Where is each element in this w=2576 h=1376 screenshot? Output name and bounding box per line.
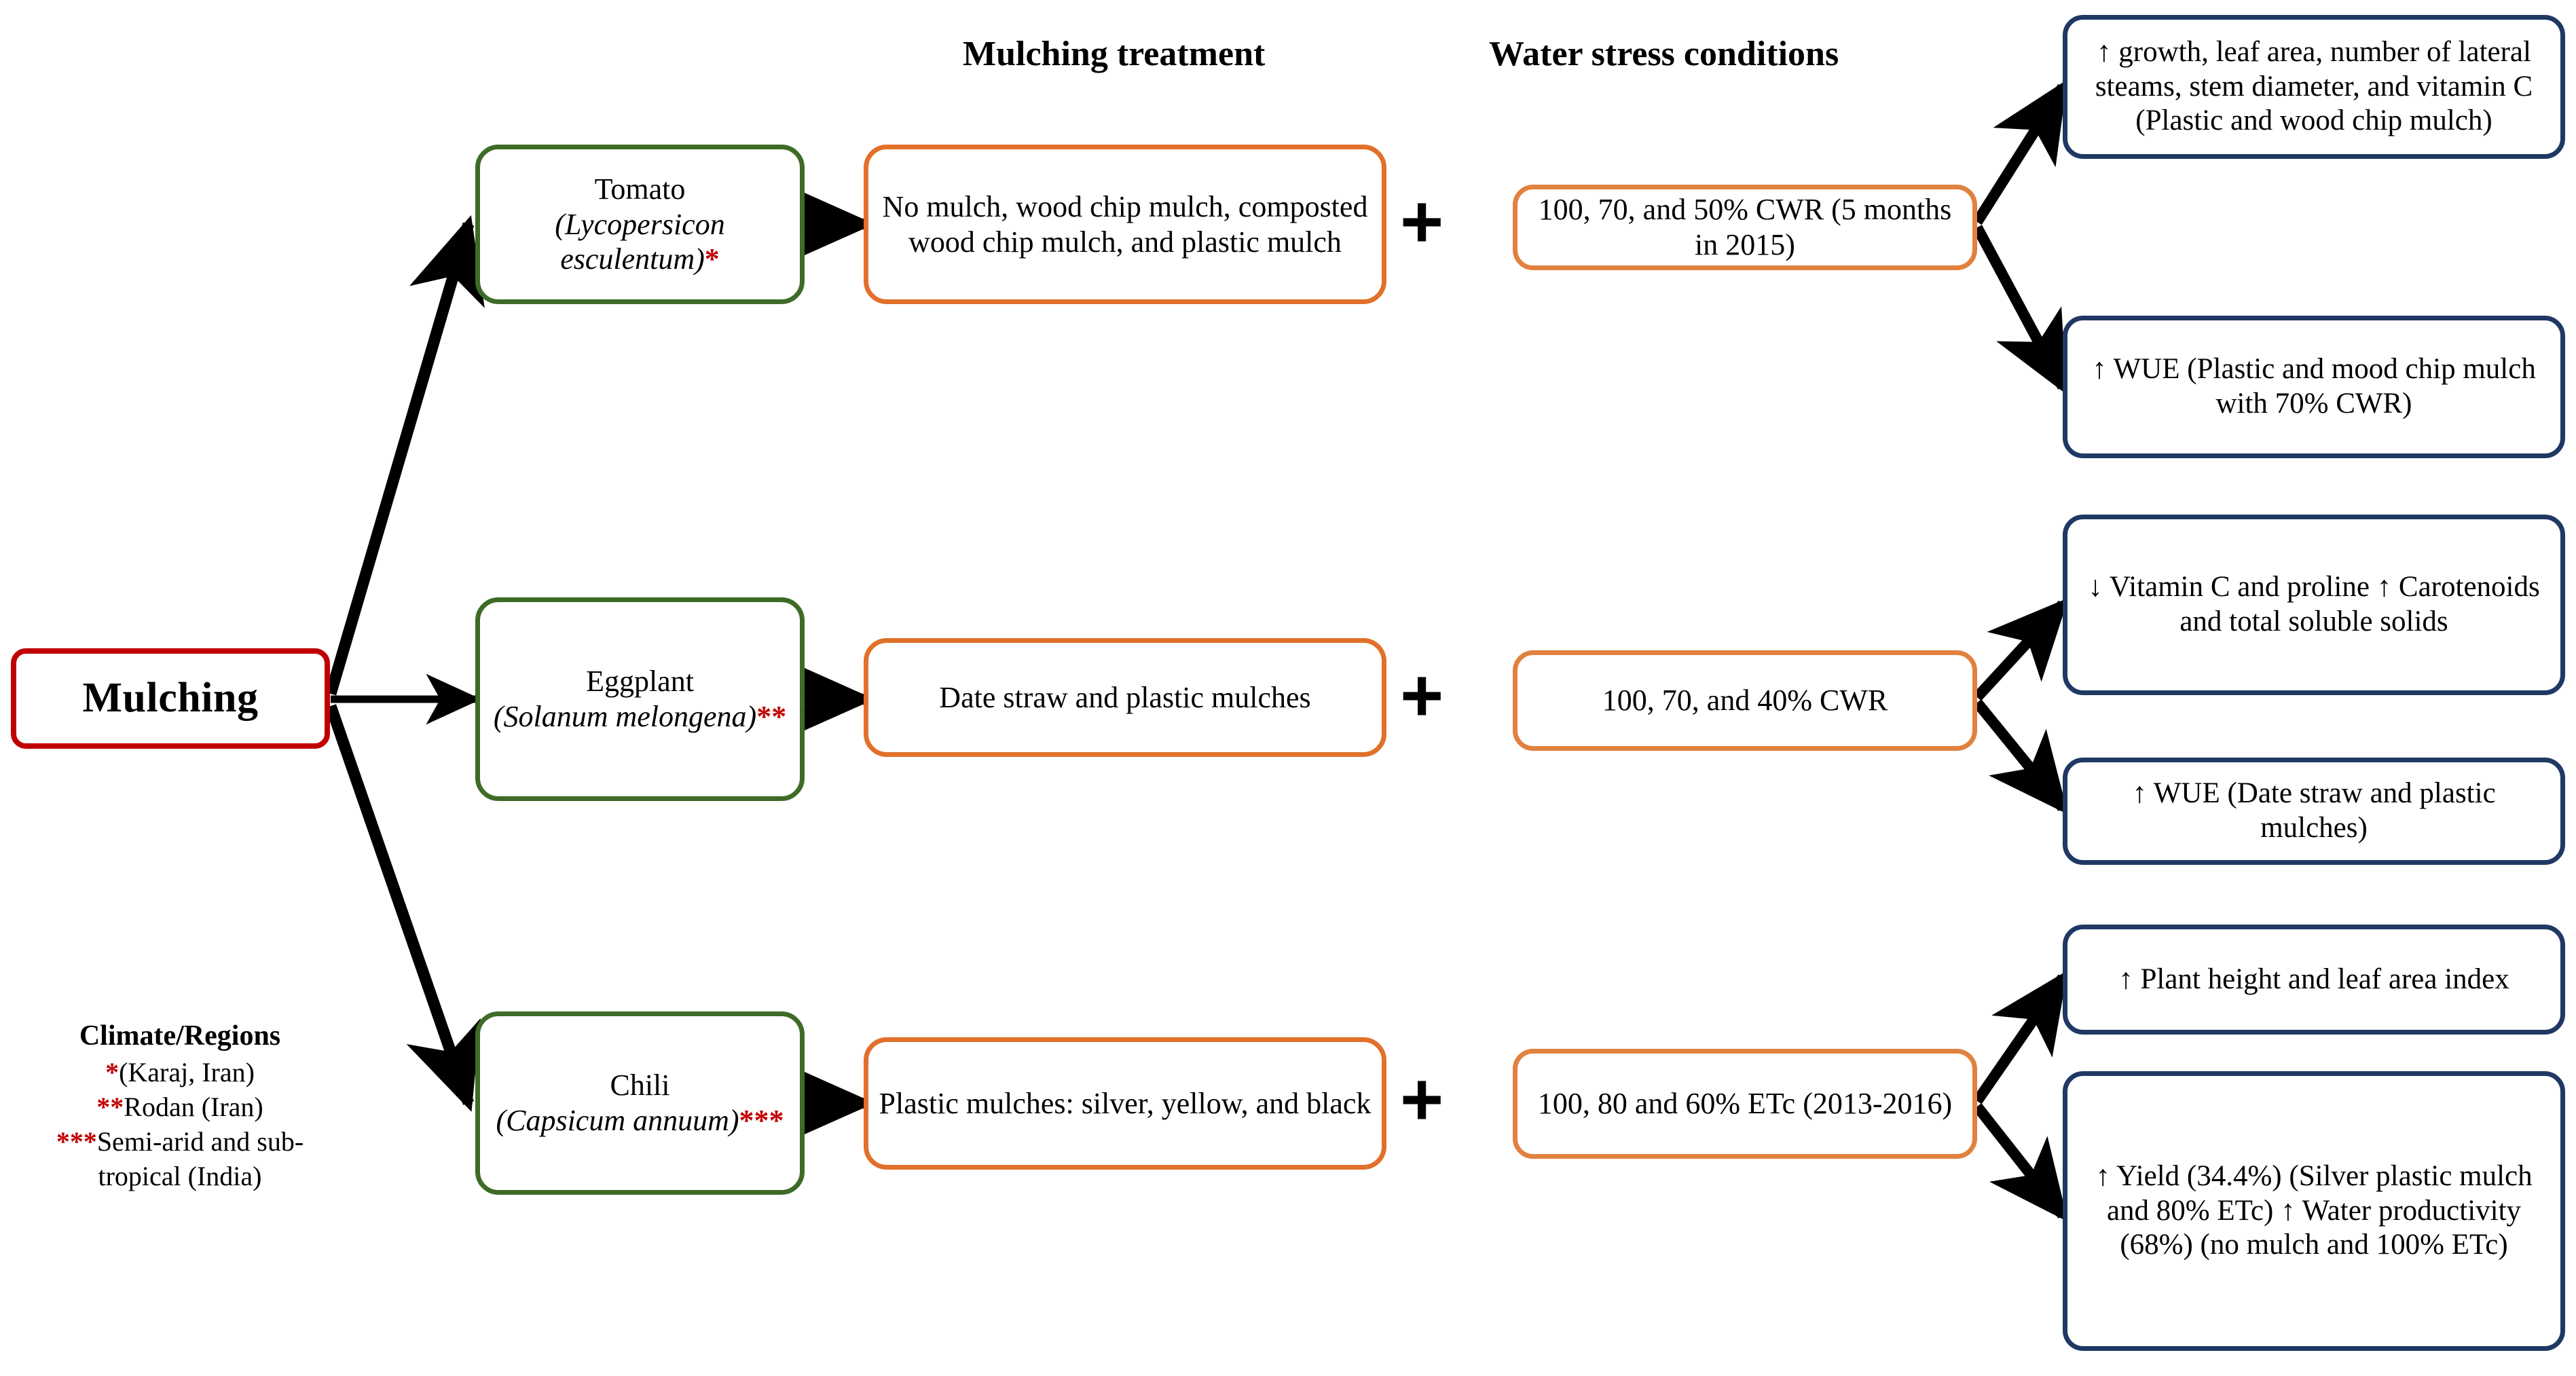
legend-marker-2: ** [96,1091,124,1122]
crop-label-eggplant: Eggplant (Solanum melongena)** [494,664,786,735]
crop-scientific-name: (Lycopersicon esculentum) [555,207,725,276]
crop-marker: *** [739,1104,784,1137]
crop-marker: ** [756,700,787,733]
legend-entry-3: ***Semi-arid and sub-tropical (India) [56,1126,303,1191]
crop-node-tomato[interactable]: Tomato (Lycopersicon esculentum)* [475,145,805,304]
result-node-chili-2[interactable]: ↑ Yield (34.4%) (Silver plastic mulch an… [2063,1071,2565,1351]
legend-title: Climate/Regions [79,1020,281,1052]
legend-text-2: Rodan (Iran) [124,1091,263,1122]
result-node-eggplant-1[interactable]: ↓ Vitamin C and proline ↑ Carotenoids an… [2063,515,2565,695]
plus-icon-row2: + [1400,654,1444,737]
crop-common-name: Eggplant [586,665,694,699]
crop-node-eggplant[interactable]: Eggplant (Solanum melongena)** [475,597,805,801]
stress-node-tomato[interactable]: 100, 70, and 50% CWR (5 months in 2015) [1513,185,1977,270]
header-mulching-treatment: Mulching treatment [963,35,1266,73]
stress-node-eggplant[interactable]: 100, 70, and 40% CWR [1513,650,1977,751]
legend-marker-3: *** [56,1126,97,1157]
result-node-chili-1[interactable]: ↑ Plant height and leaf area index [2063,925,2565,1035]
treatment-node-eggplant[interactable]: Date straw and plastic mulches [864,638,1386,757]
legend-climate-regions: Climate/Regions *(Karaj, Iran) **Rodan (… [20,1018,339,1194]
stress-node-chili[interactable]: 100, 80 and 60% ETc (2013-2016) [1513,1049,1977,1159]
legend-text-1: (Karaj, Iran) [119,1056,255,1087]
crop-common-name: Tomato [594,172,686,206]
crop-label-chili: Chili (Capsicum annuum)*** [496,1068,784,1138]
legend-text-3: Semi-arid and sub-tropical (India) [96,1126,304,1192]
legend-entry-2: **Rodan (Iran) [96,1092,263,1122]
header-water-stress: Water stress conditions [1489,35,1839,73]
legend-entry-1: *(Karaj, Iran) [105,1057,255,1087]
crop-label-tomato: Tomato (Lycopersicon esculentum)* [490,172,790,278]
crop-node-chili[interactable]: Chili (Capsicum annuum)*** [475,1011,805,1195]
legend-marker-1: * [105,1056,119,1087]
crop-scientific-name: (Capsicum annuum) [496,1104,739,1137]
result-node-tomato-1[interactable]: ↑ growth, leaf area, number of lateral s… [2063,15,2565,159]
crop-scientific-name: (Solanum melongena) [493,700,757,733]
crop-marker: * [704,242,720,276]
crop-common-name: Chili [610,1068,670,1102]
treatment-node-tomato[interactable]: No mulch, wood chip mulch, composted woo… [864,145,1386,304]
result-node-eggplant-2[interactable]: ↑ WUE (Date straw and plastic mulches) [2063,758,2565,865]
plus-icon-row3: + [1400,1058,1444,1141]
treatment-node-chili[interactable]: Plastic mulches: silver, yellow, and bla… [864,1037,1386,1170]
result-node-tomato-2[interactable]: ↑ WUE (Plastic and mood chip mulch with … [2063,316,2565,458]
plus-icon-row1: + [1400,180,1444,263]
root-node-mulching[interactable]: Mulching [11,648,330,749]
